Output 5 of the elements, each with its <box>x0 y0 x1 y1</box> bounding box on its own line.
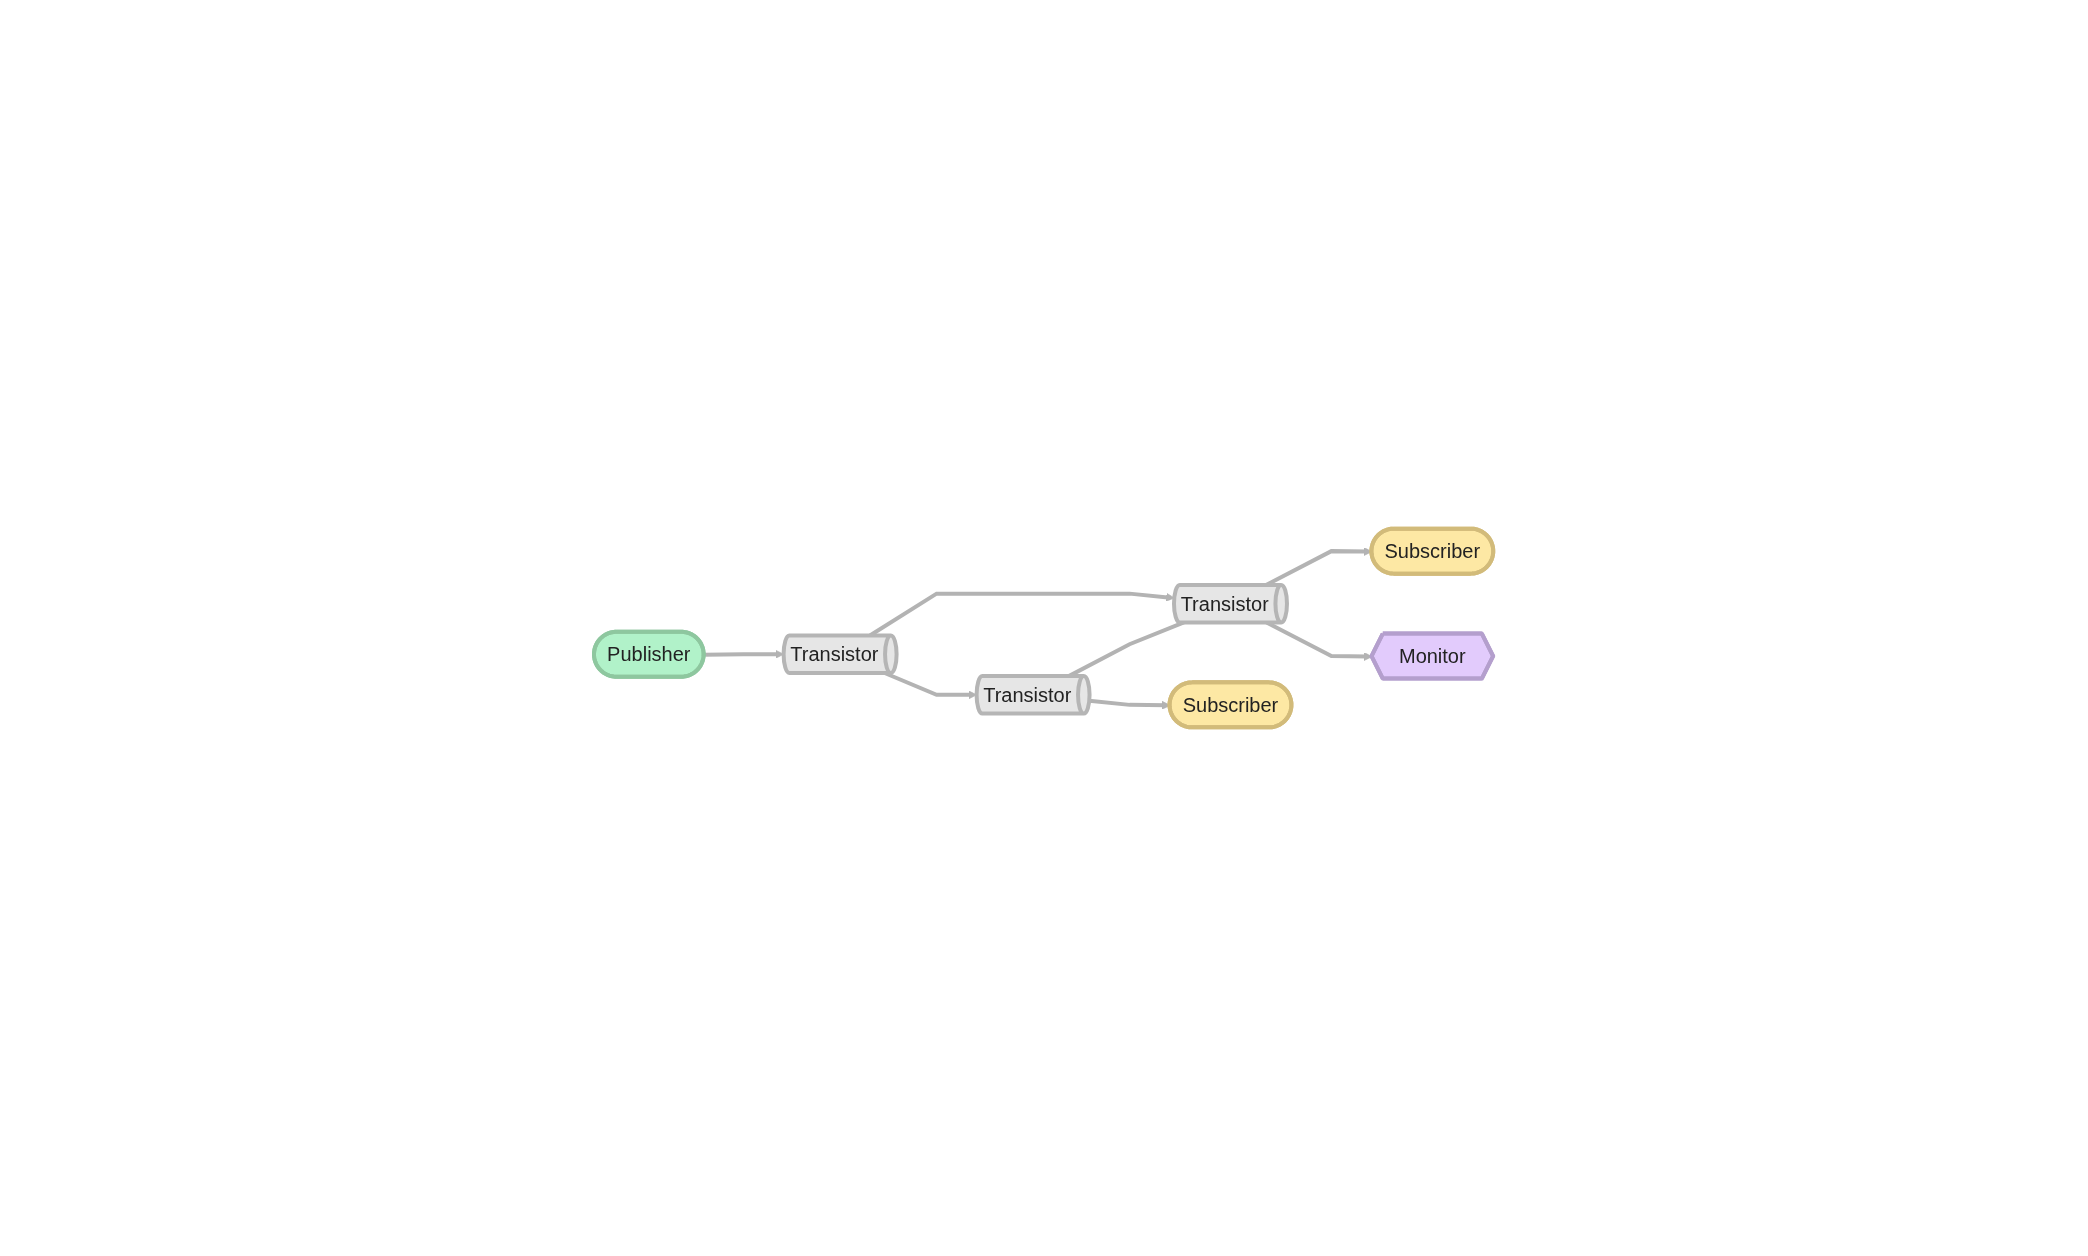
node-text: Transistor <box>1181 592 1270 615</box>
node-text: Transistor <box>790 643 879 666</box>
arrow <box>704 649 785 659</box>
node-text: Transistor <box>983 683 1072 706</box>
arrow <box>1089 698 1171 710</box>
